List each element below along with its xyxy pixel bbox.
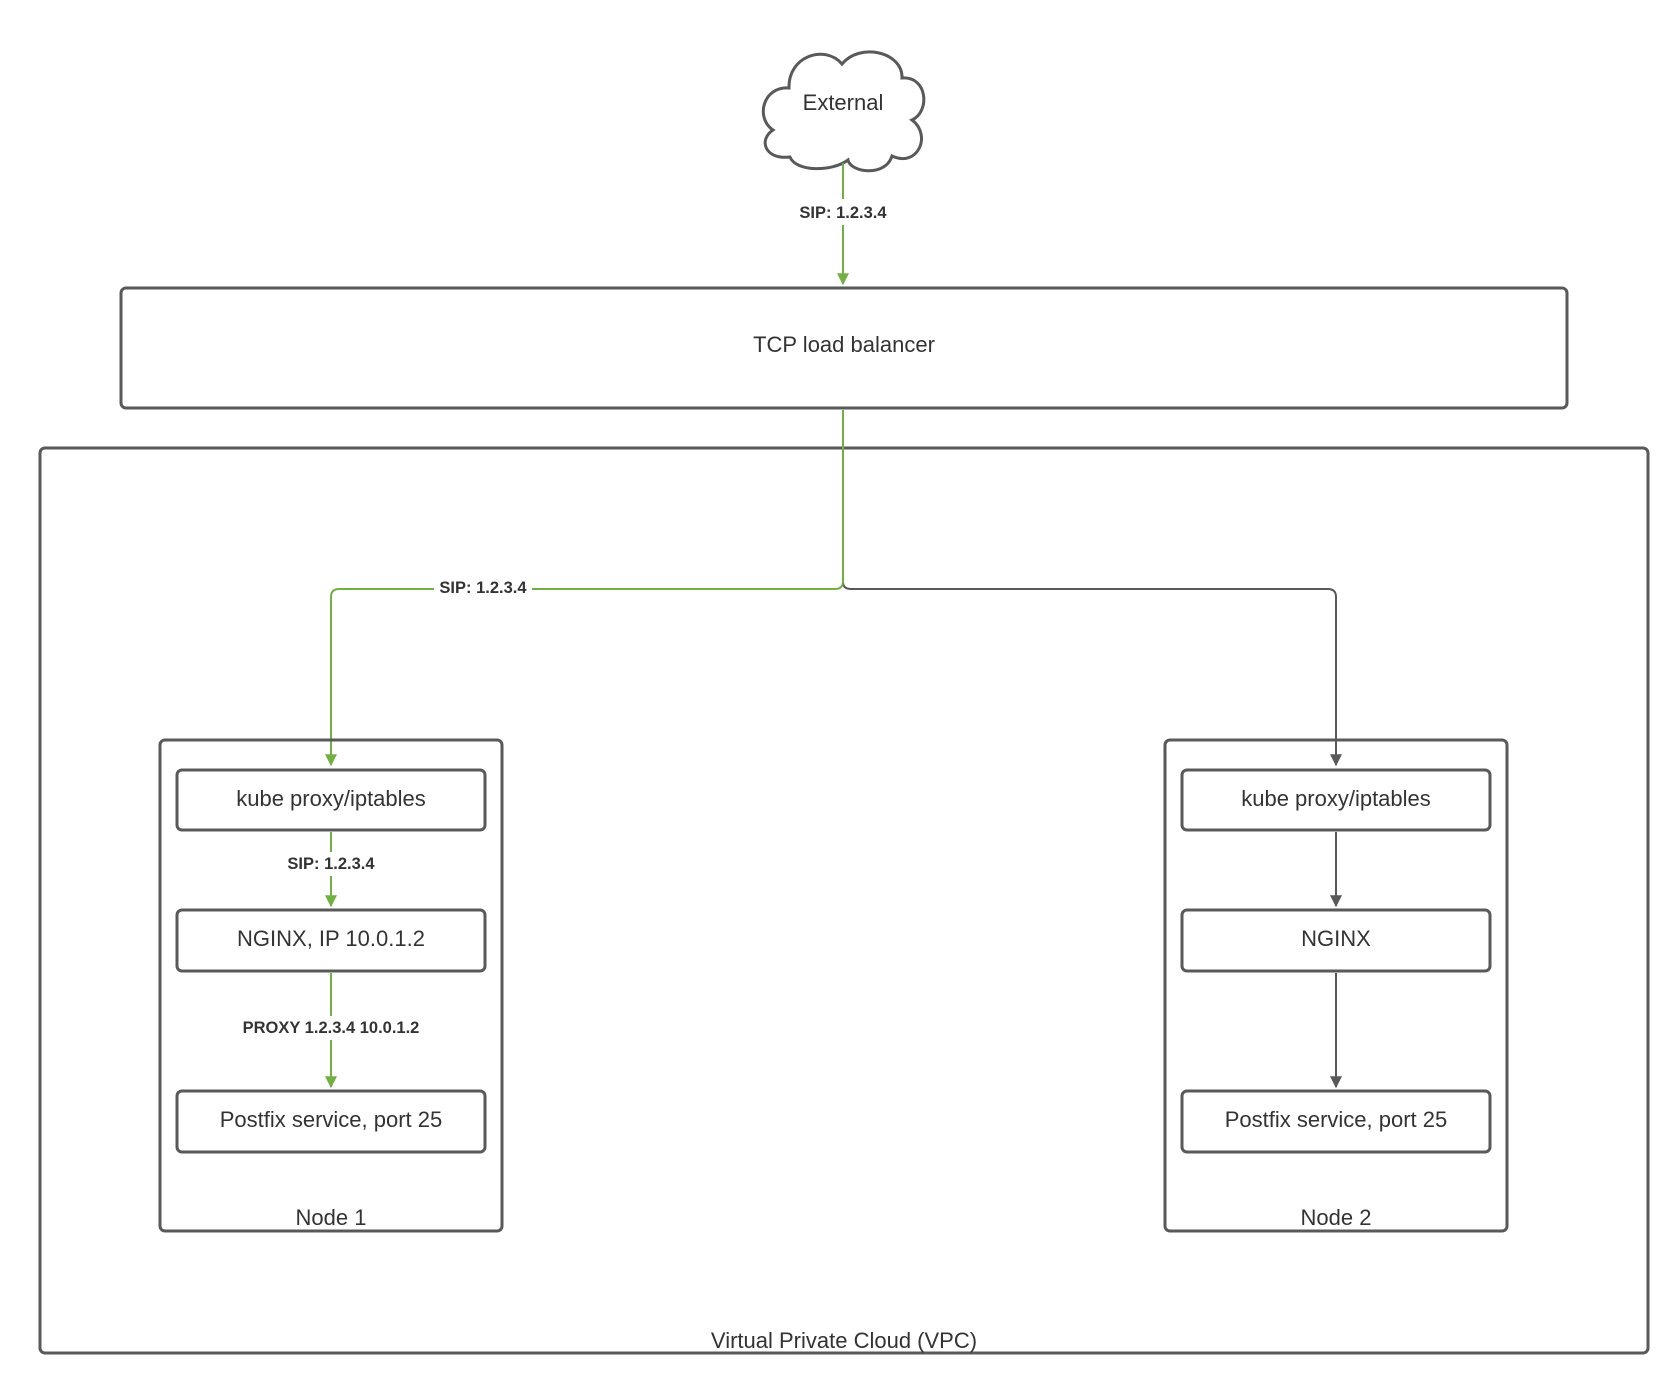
edge-label-lb-to-node1: SIP: 1.2.3.4: [439, 579, 527, 597]
load-balancer-box: [119, 286, 1569, 410]
node-2-nginx-box: [1180, 908, 1492, 973]
edge-label-bg: [232, 1016, 430, 1040]
edge-label-bg: [280, 852, 382, 876]
node-2-label: Node 2: [1301, 1205, 1372, 1230]
edge-label-bg: [434, 576, 532, 600]
node-1-label: Node 1: [296, 1205, 367, 1230]
edge-label-node1-proxy-to-nginx: SIP: 1.2.3.4: [287, 855, 375, 873]
node-2-postfix-box: [1180, 1089, 1492, 1154]
node-2-proxy-box: [1180, 768, 1492, 832]
node-1: Node 1 kube proxy/iptables SIP: 1.2.3.4 …: [158, 738, 504, 1233]
node-1-postfix-box: [175, 1089, 487, 1154]
node-2-container: [1163, 738, 1509, 1233]
edge-label-external-to-lb: SIP: 1.2.3.4: [799, 204, 887, 222]
edge-label-node1-nginx-to-postfix: PROXY 1.2.3.4 10.0.1.2: [243, 1019, 420, 1037]
node-2-postfix-label: Postfix service, port 25: [1225, 1107, 1448, 1132]
node-1-proxy-box: [175, 768, 487, 832]
node-1-proxy-label: kube proxy/iptables: [236, 786, 426, 811]
node-1-postfix-label: Postfix service, port 25: [220, 1107, 443, 1132]
node-1-nginx-label: NGINX, IP 10.0.1.2: [237, 926, 425, 951]
node-1-nginx-box: [175, 908, 487, 973]
edge-label-bg: [790, 199, 896, 225]
external-label: External: [803, 90, 884, 115]
node-2-proxy-label: kube proxy/iptables: [1241, 786, 1431, 811]
external-cloud: External: [761, 50, 926, 173]
node-2: Node 2 kube proxy/iptables NGINX Postfix…: [1163, 738, 1509, 1233]
load-balancer-label: TCP load balancer: [753, 332, 935, 357]
node-1-container: [158, 738, 504, 1233]
edge-lb-to-node2: [842, 581, 1342, 767]
vpc-label: Virtual Private Cloud (VPC): [711, 1328, 977, 1353]
edge-lb-to-node1: [325, 410, 844, 767]
cloud-icon: [761, 50, 926, 173]
node-2-nginx-label: NGINX: [1301, 926, 1371, 951]
